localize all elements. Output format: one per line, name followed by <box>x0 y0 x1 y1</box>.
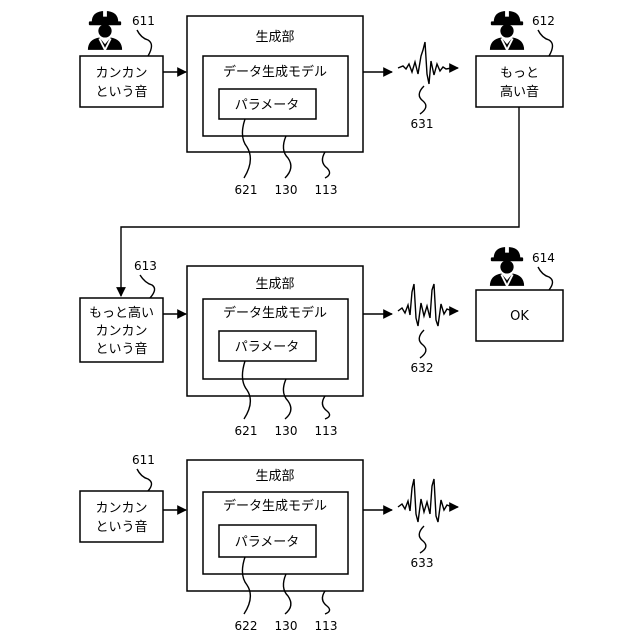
waveform-ref-label: 633 <box>411 556 434 570</box>
input-line: という音 <box>95 519 147 535</box>
input-ref-label: 611 <box>132 453 155 467</box>
input-line: カンカン <box>95 66 147 81</box>
ref-label: 622 <box>235 619 258 633</box>
leader-line <box>322 396 329 419</box>
input-ref-label: 611 <box>132 14 155 28</box>
waveform-ref-label: 632 <box>411 361 434 375</box>
waveform <box>398 42 452 84</box>
ref-label: 113 <box>315 183 338 197</box>
model-title: データ生成モデル <box>223 498 327 514</box>
parameter-label: パラメータ <box>235 340 300 355</box>
input-ref-label: 613 <box>134 259 157 273</box>
ref-label: 621 <box>235 183 258 197</box>
feedback-ref-label: 614 <box>532 251 555 265</box>
leader-line <box>538 30 553 56</box>
ref-label: 621 <box>235 424 258 438</box>
ref-label: 130 <box>275 424 298 438</box>
worker-icon <box>88 9 122 50</box>
input-line: カンカン <box>95 501 147 516</box>
ref-label: 130 <box>275 619 298 633</box>
waveform <box>398 479 452 522</box>
ref-label: 113 <box>315 424 338 438</box>
leader-line <box>419 330 426 358</box>
feedback-line: 高い音 <box>500 84 539 100</box>
model-title: データ生成モデル <box>223 64 327 80</box>
input-line: カンカン <box>95 324 147 339</box>
generator-title: 生成部 <box>255 30 294 45</box>
parameter-label: パラメータ <box>235 98 300 113</box>
row-2: 613 もっと高い カンカン という音 生成部 データ生成モデル パラメータ 6… <box>80 245 563 438</box>
ref-label: 113 <box>315 619 338 633</box>
row-1: 611 カンカン という音 生成部 データ生成モデル パラメータ 621 130… <box>80 9 563 296</box>
input-line: という音 <box>95 341 147 357</box>
feedback-line: OK <box>510 309 529 324</box>
parameter-label: パラメータ <box>235 535 300 550</box>
generator-title: 生成部 <box>255 469 294 484</box>
leader-line <box>322 591 329 614</box>
leader-line <box>140 275 155 298</box>
waveform-ref-label: 631 <box>411 117 434 131</box>
feedback-line: もっと <box>500 66 539 81</box>
leader-line <box>419 86 426 114</box>
ref-label: 130 <box>275 183 298 197</box>
generator-title: 生成部 <box>255 277 294 292</box>
waveform <box>398 284 452 326</box>
input-line: という音 <box>95 84 147 100</box>
leader-line <box>137 469 152 491</box>
leader-line <box>322 152 329 178</box>
row-3: 611 カンカン という音 生成部 データ生成モデル パラメータ 622 130… <box>80 453 458 633</box>
feedback-ref-label: 612 <box>532 14 555 28</box>
leader-line <box>137 30 152 56</box>
leader-line <box>538 267 553 290</box>
leader-line <box>419 526 426 553</box>
worker-icon <box>490 245 524 286</box>
worker-icon <box>490 9 524 50</box>
input-line: もっと高い <box>89 305 154 321</box>
model-title: データ生成モデル <box>223 305 327 321</box>
